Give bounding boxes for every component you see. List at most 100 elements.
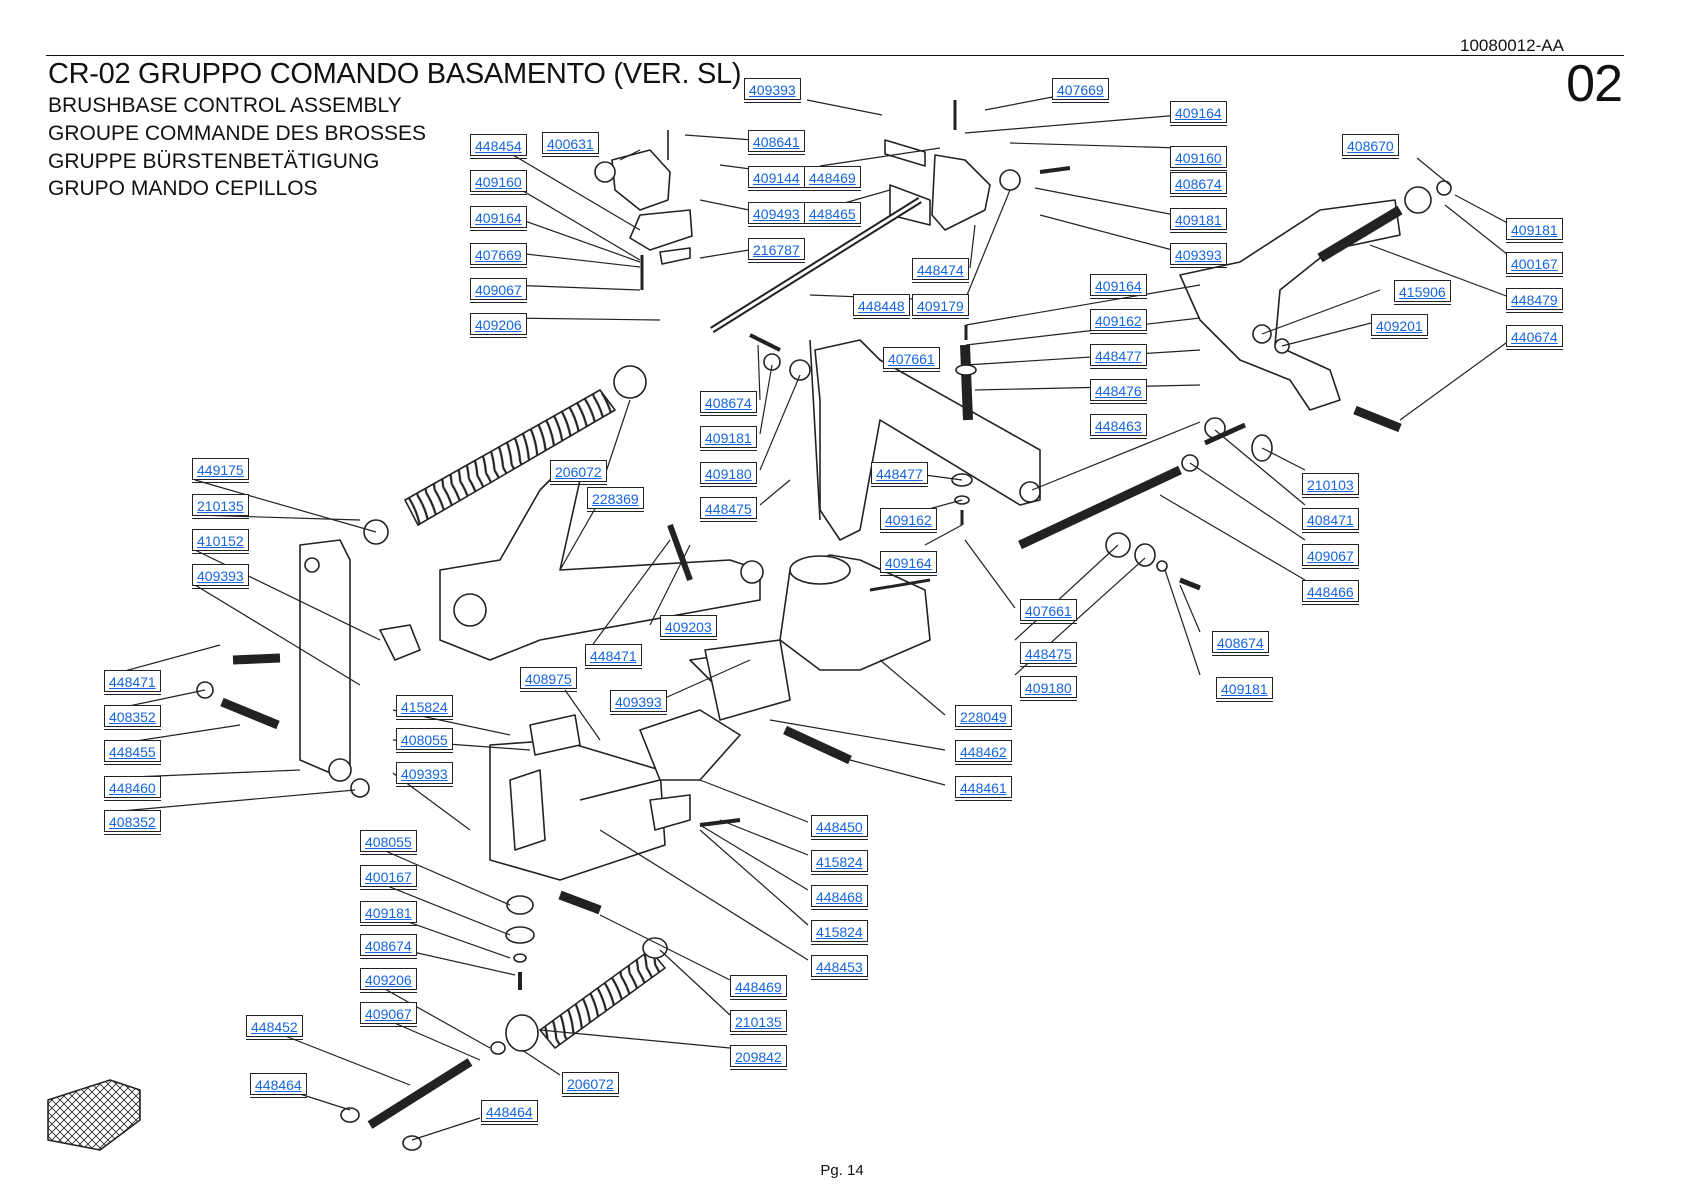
part-callout[interactable]: 409067 — [1302, 544, 1359, 569]
switch-knob — [594, 161, 616, 183]
part-callout[interactable]: 409160 — [1170, 146, 1227, 171]
part-callout[interactable]: 409201 — [1371, 314, 1428, 339]
part-callout[interactable]: 408674 — [700, 391, 757, 416]
part-callout[interactable]: 448477 — [1090, 344, 1147, 369]
part-callout[interactable]: 409206 — [360, 968, 417, 993]
part-callout[interactable]: 409179 — [912, 294, 969, 319]
part-callout[interactable]: 448454 — [470, 134, 527, 159]
part-callout[interactable]: 448464 — [250, 1073, 307, 1098]
part-callout[interactable]: 407669 — [470, 243, 527, 268]
part-callout[interactable]: 409067 — [470, 278, 527, 303]
part-callout[interactable]: 407669 — [1052, 78, 1109, 103]
part-callout[interactable]: 408352 — [104, 705, 161, 730]
part-callout[interactable]: 210103 — [1302, 473, 1359, 498]
part-callout[interactable]: 408055 — [396, 728, 453, 753]
block — [379, 624, 421, 661]
subtitle-french: GROUPE COMMANDE DES BROSSES — [48, 122, 427, 145]
part-callout[interactable]: 408641 — [748, 130, 805, 155]
part-callout[interactable]: 448463 — [1090, 414, 1147, 439]
part-callout[interactable]: 449175 — [192, 458, 249, 483]
part-callout[interactable]: 409144 — [748, 166, 805, 191]
part-callout[interactable]: 415824 — [811, 920, 868, 945]
part-callout[interactable]: 409203 — [660, 615, 717, 640]
part-callout[interactable]: 408975 — [520, 667, 577, 692]
part-callout[interactable]: 408055 — [360, 830, 417, 855]
part-callout[interactable]: 409181 — [700, 426, 757, 451]
part-callout[interactable]: 409206 — [470, 313, 527, 338]
part-callout[interactable]: 448475 — [700, 497, 757, 522]
part-callout[interactable]: 210135 — [730, 1010, 787, 1035]
part-callout[interactable]: 448477 — [871, 462, 928, 487]
part-callout[interactable]: 448461 — [955, 776, 1012, 801]
part-callout[interactable]: 408674 — [360, 934, 417, 959]
part-callout[interactable]: 409164 — [470, 206, 527, 231]
part-callout[interactable]: 409181 — [360, 901, 417, 926]
part-callout[interactable]: 400631 — [542, 132, 599, 157]
part-callout[interactable]: 415824 — [811, 850, 868, 875]
part-callout[interactable]: 415824 — [396, 695, 453, 720]
part-callout[interactable]: 206072 — [562, 1072, 619, 1097]
part-callout[interactable]: 409180 — [1020, 676, 1077, 701]
part-callout[interactable]: 206072 — [550, 460, 607, 485]
part-callout[interactable]: 409067 — [360, 1002, 417, 1027]
part-callout[interactable]: 448468 — [811, 885, 868, 910]
part-callout[interactable]: 408674 — [1212, 631, 1269, 656]
part-callout[interactable]: 448475 — [1020, 642, 1077, 667]
part-callout[interactable]: 448466 — [1302, 580, 1359, 605]
part-callout[interactable]: 448460 — [104, 776, 161, 801]
part-callout[interactable]: 209842 — [730, 1045, 787, 1070]
part-callout[interactable]: 409493 — [748, 202, 805, 227]
part-callout[interactable]: 409181 — [1216, 677, 1273, 702]
part-callout[interactable]: 448471 — [104, 670, 161, 695]
part-callout[interactable]: 216787 — [748, 238, 805, 263]
part-callout[interactable]: 448471 — [585, 644, 642, 669]
part-callout[interactable]: 448450 — [811, 815, 868, 840]
part-callout[interactable]: 408674 — [1170, 172, 1227, 197]
part-callout[interactable]: 228049 — [955, 705, 1012, 730]
part-callout[interactable]: 408352 — [104, 810, 161, 835]
part-callout[interactable]: 409160 — [470, 170, 527, 195]
header-divider — [46, 55, 1624, 56]
part-callout[interactable]: 448476 — [1090, 379, 1147, 404]
part-callout[interactable]: 448469 — [730, 975, 787, 1000]
part-callout[interactable]: 409181 — [1170, 208, 1227, 233]
part-callout[interactable]: 210135 — [192, 494, 249, 519]
part-callout[interactable]: 415906 — [1394, 280, 1451, 305]
document-code: 10080012-AA — [1460, 36, 1564, 55]
part-callout[interactable]: 400167 — [360, 865, 417, 890]
part-callout[interactable]: 448462 — [955, 740, 1012, 765]
part-callout[interactable]: 448448 — [853, 294, 910, 319]
part-callout[interactable]: 440674 — [1506, 325, 1563, 350]
part-callout[interactable]: 409164 — [1090, 274, 1147, 299]
part-callout[interactable]: 448452 — [246, 1015, 303, 1040]
part-callout[interactable]: 409393 — [1170, 243, 1227, 268]
part-callout[interactable]: 448469 — [804, 166, 861, 191]
part-callout[interactable]: 448479 — [1506, 288, 1563, 313]
part-callout[interactable]: 409162 — [1090, 309, 1147, 334]
part-callout[interactable]: 409180 — [700, 462, 757, 487]
part-callout[interactable]: 408471 — [1302, 508, 1359, 533]
part-callout[interactable]: 409164 — [1170, 101, 1227, 126]
page-title: CR-02 GRUPPO COMANDO BASAMENTO (VER. SL) — [48, 58, 742, 90]
switch-body — [611, 149, 671, 211]
part-callout[interactable]: 407661 — [883, 347, 940, 372]
part-callout[interactable]: 400167 — [1506, 252, 1563, 277]
part-callout[interactable]: 409393 — [192, 564, 249, 589]
part-callout[interactable]: 448453 — [811, 955, 868, 980]
part-callout[interactable]: 448474 — [912, 258, 969, 283]
part-callout[interactable]: 409181 — [1506, 218, 1563, 243]
part-callout[interactable]: 409393 — [744, 78, 801, 103]
part-callout[interactable]: 409162 — [880, 508, 937, 533]
part-callout[interactable]: 409393 — [396, 762, 453, 787]
part-callout[interactable]: 408670 — [1342, 134, 1399, 159]
part-callout[interactable]: 448464 — [481, 1100, 538, 1125]
subtitle-spanish: GRUPO MANDO CEPILLOS — [48, 177, 318, 200]
part-callout[interactable]: 409164 — [880, 551, 937, 576]
part-callout[interactable]: 407661 — [1020, 599, 1077, 624]
part-callout[interactable]: 410152 — [192, 529, 249, 554]
part-callout[interactable]: 228369 — [587, 487, 644, 512]
part-callout[interactable]: 409393 — [610, 690, 667, 715]
part-callout[interactable]: 448465 — [804, 202, 861, 227]
part-callout[interactable]: 448455 — [104, 740, 161, 765]
